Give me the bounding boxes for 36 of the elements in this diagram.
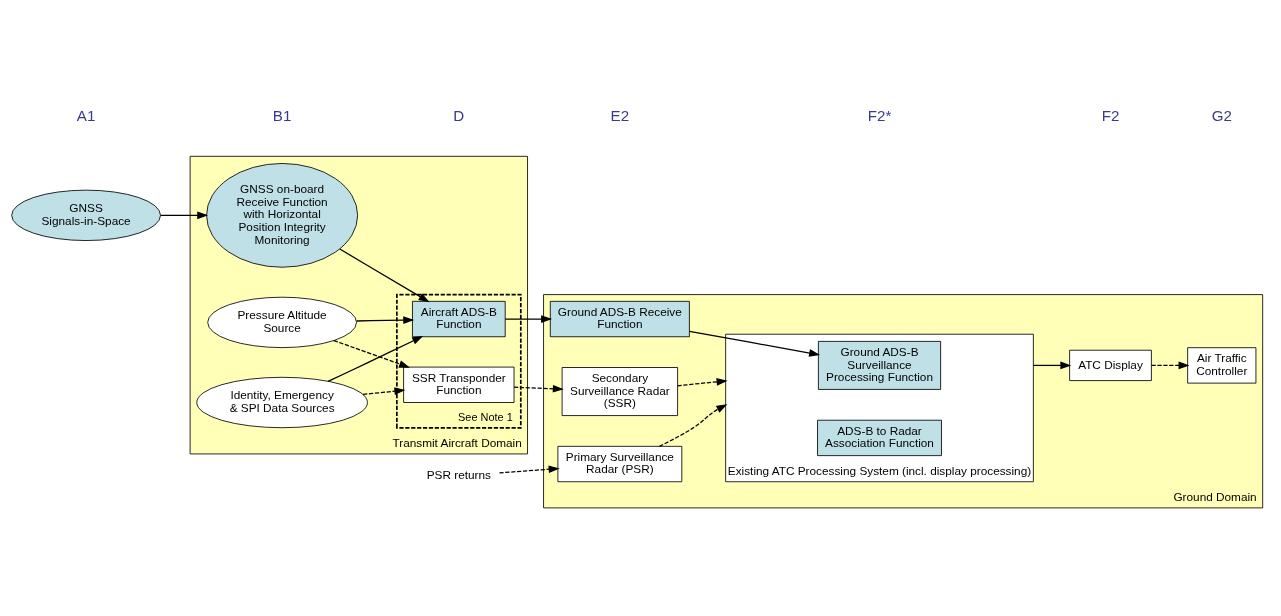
node-box: Ground ADS-B Receive Function	[549, 300, 690, 337]
label: G2	[1211, 106, 1232, 124]
node-ellipse: GNSS on-board Receive Function with Horizontal Position Integrity Monitoring	[206, 162, 359, 268]
arrow	[658, 403, 728, 447]
label: D	[453, 106, 465, 124]
arrow	[504, 314, 553, 323]
node-box: Primary Surveillance Radar (PSR)	[557, 445, 683, 482]
node-box: Air Traffic Controller	[1187, 346, 1257, 384]
node-ellipse: GNSS Signals-in-Space	[11, 189, 161, 241]
arrow	[513, 384, 564, 393]
node-box: Secondary Surveillance Radar (SSR)	[561, 366, 678, 416]
arrow	[327, 335, 424, 382]
arrow	[160, 211, 209, 219]
node-box: Ground ADS-B Surveillance Processing Function	[817, 340, 942, 390]
arrow	[498, 464, 560, 474]
node-ellipse: Identity, Emergency & SPI Data Sources	[196, 376, 368, 428]
node-ellipse: Pressure Altitude Source	[207, 296, 357, 348]
node-box: ATC Display	[1069, 349, 1152, 381]
node-text: PSR returns	[426, 467, 491, 482]
arrow	[339, 247, 430, 302]
arrow	[1032, 361, 1072, 369]
label: F2	[1101, 106, 1120, 124]
arrow	[677, 377, 728, 386]
node-box: ADS-B to Radar Association Function	[817, 419, 942, 456]
node-box: Aircraft ADS-B Function	[412, 300, 506, 337]
arrow	[1150, 361, 1190, 369]
label: F2*	[867, 106, 892, 124]
node-label: See Note 1	[458, 410, 513, 423]
label: A1	[76, 106, 96, 124]
label: E2	[610, 106, 630, 124]
label: B1	[272, 106, 292, 124]
arrow	[356, 315, 415, 324]
node-box: SSR Transponder Function	[403, 366, 515, 403]
arrow	[362, 386, 406, 395]
arrow	[688, 330, 821, 357]
arrow	[333, 339, 410, 368]
